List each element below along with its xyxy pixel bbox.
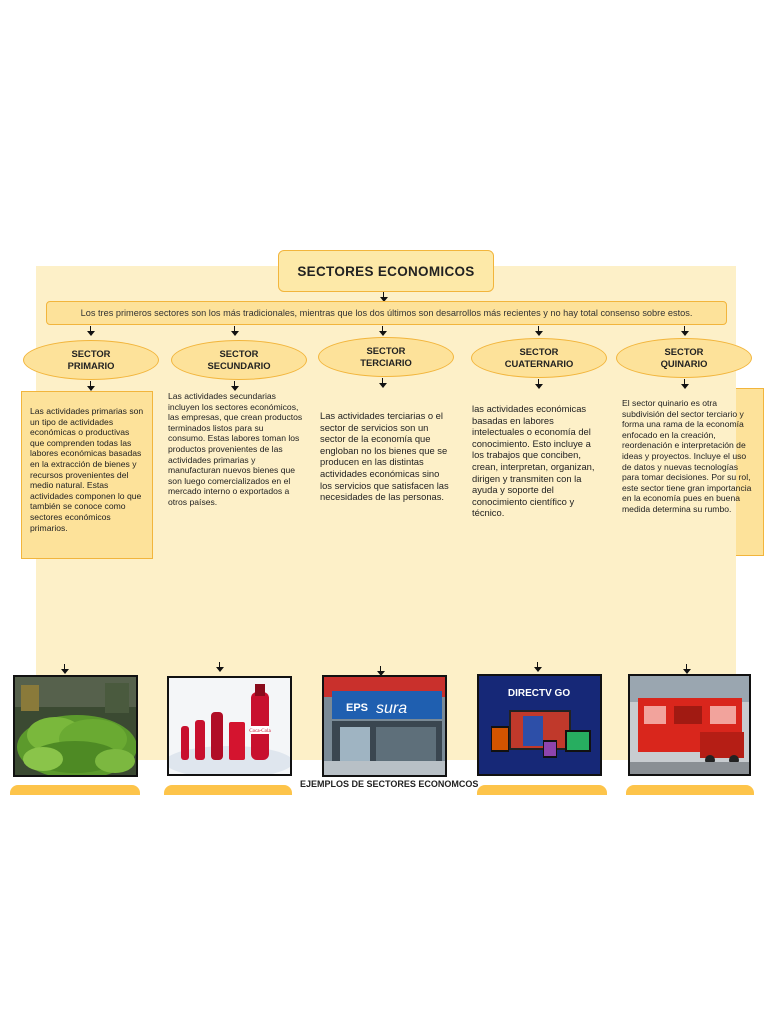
arrow-down-icon: [681, 326, 689, 336]
arrow-down-icon: [681, 379, 689, 389]
sector-name: QUINARIO: [660, 358, 708, 369]
diagram-title: SECTORES ECONOMICOS: [278, 250, 494, 292]
sector-label: SECTOR: [664, 346, 704, 357]
sector-name: SECUNDARIO: [207, 360, 271, 371]
sector-label: SECTOR: [219, 348, 259, 359]
sector-terciario-oval: SECTOR TERCIARIO: [318, 337, 454, 377]
red-container-photo: [628, 674, 751, 776]
bottom-tab: [10, 785, 140, 795]
sector-secundario-oval: SECTOR SECUNDARIO: [171, 340, 307, 380]
sector-label: SECTOR: [519, 346, 559, 357]
sector-name: PRIMARIO: [67, 360, 115, 371]
quinario-side-strip: [736, 388, 764, 556]
coca-cola-logo: Coca-Cola: [249, 729, 271, 734]
sector-label: SECTOR: [71, 348, 111, 359]
arrow-down-icon: [231, 381, 239, 391]
coca-cola-photo: Coca-Cola: [167, 676, 292, 776]
arrow-down-icon: [535, 326, 543, 336]
sector-quinario-description: El sector quinario es otra subdivisión d…: [622, 398, 752, 514]
sura-logo-text: sura: [376, 700, 407, 717]
arrow-down-icon: [534, 662, 542, 672]
arrow-down-icon: [379, 378, 387, 388]
examples-caption: EJEMPLOS DE SECTORES ECONOMCOS: [300, 779, 479, 789]
arrow-down-icon: [535, 379, 543, 389]
arrow-down-icon: [87, 381, 95, 391]
sector-name: TERCIARIO: [360, 357, 412, 368]
sector-terciario-description: Las actividades terciarias o el sector d…: [320, 410, 449, 503]
arrow-down-icon: [61, 664, 69, 674]
sector-cuaternario-oval: SECTOR CUATERNARIO: [471, 338, 607, 378]
bottom-tab: [164, 785, 292, 795]
sector-primario-description: Las actividades primarias son un tipo de…: [21, 391, 153, 559]
bananas-illustration: [15, 677, 136, 775]
sector-primario-oval: SECTOR PRIMARIO: [23, 340, 159, 380]
directv-go-logo: DIRECTV GO: [508, 688, 570, 699]
sector-quinario-oval: SECTOR QUINARIO: [616, 338, 752, 378]
red-container-illustration: [630, 676, 749, 774]
arrow-down-icon: [683, 664, 691, 674]
sector-secundario-description: Las actividades secundarias incluyen los…: [168, 391, 303, 507]
arrow-down-icon: [231, 326, 239, 336]
sector-cuaternario-description: las actividades económicas basadas en la…: [472, 403, 595, 519]
intro-text-label: Los tres primeros sectores son los más t…: [80, 308, 693, 318]
arrow-down-icon: [87, 326, 95, 336]
bottom-tab: [626, 785, 754, 795]
arrow-down-icon: [216, 662, 224, 672]
directv-go-illustration: DIRECTV GO: [479, 676, 600, 774]
eps-logo-text: EPS: [346, 702, 368, 714]
bananas-photo: [13, 675, 138, 777]
sector-name: CUATERNARIO: [504, 358, 574, 369]
intro-text: Los tres primeros sectores son los más t…: [46, 301, 727, 325]
arrow-down-icon: [380, 292, 388, 302]
sector-label: SECTOR: [366, 345, 406, 356]
eps-sura-photo: EPS sura: [322, 675, 447, 777]
arrow-down-icon: [379, 326, 387, 336]
arrow-down-icon: [377, 666, 385, 676]
coca-cola-illustration: Coca-Cola: [169, 678, 290, 774]
eps-sura-illustration: EPS sura: [324, 677, 445, 775]
directv-go-photo: DIRECTV GO: [477, 674, 602, 776]
bottom-tab: [477, 785, 607, 795]
